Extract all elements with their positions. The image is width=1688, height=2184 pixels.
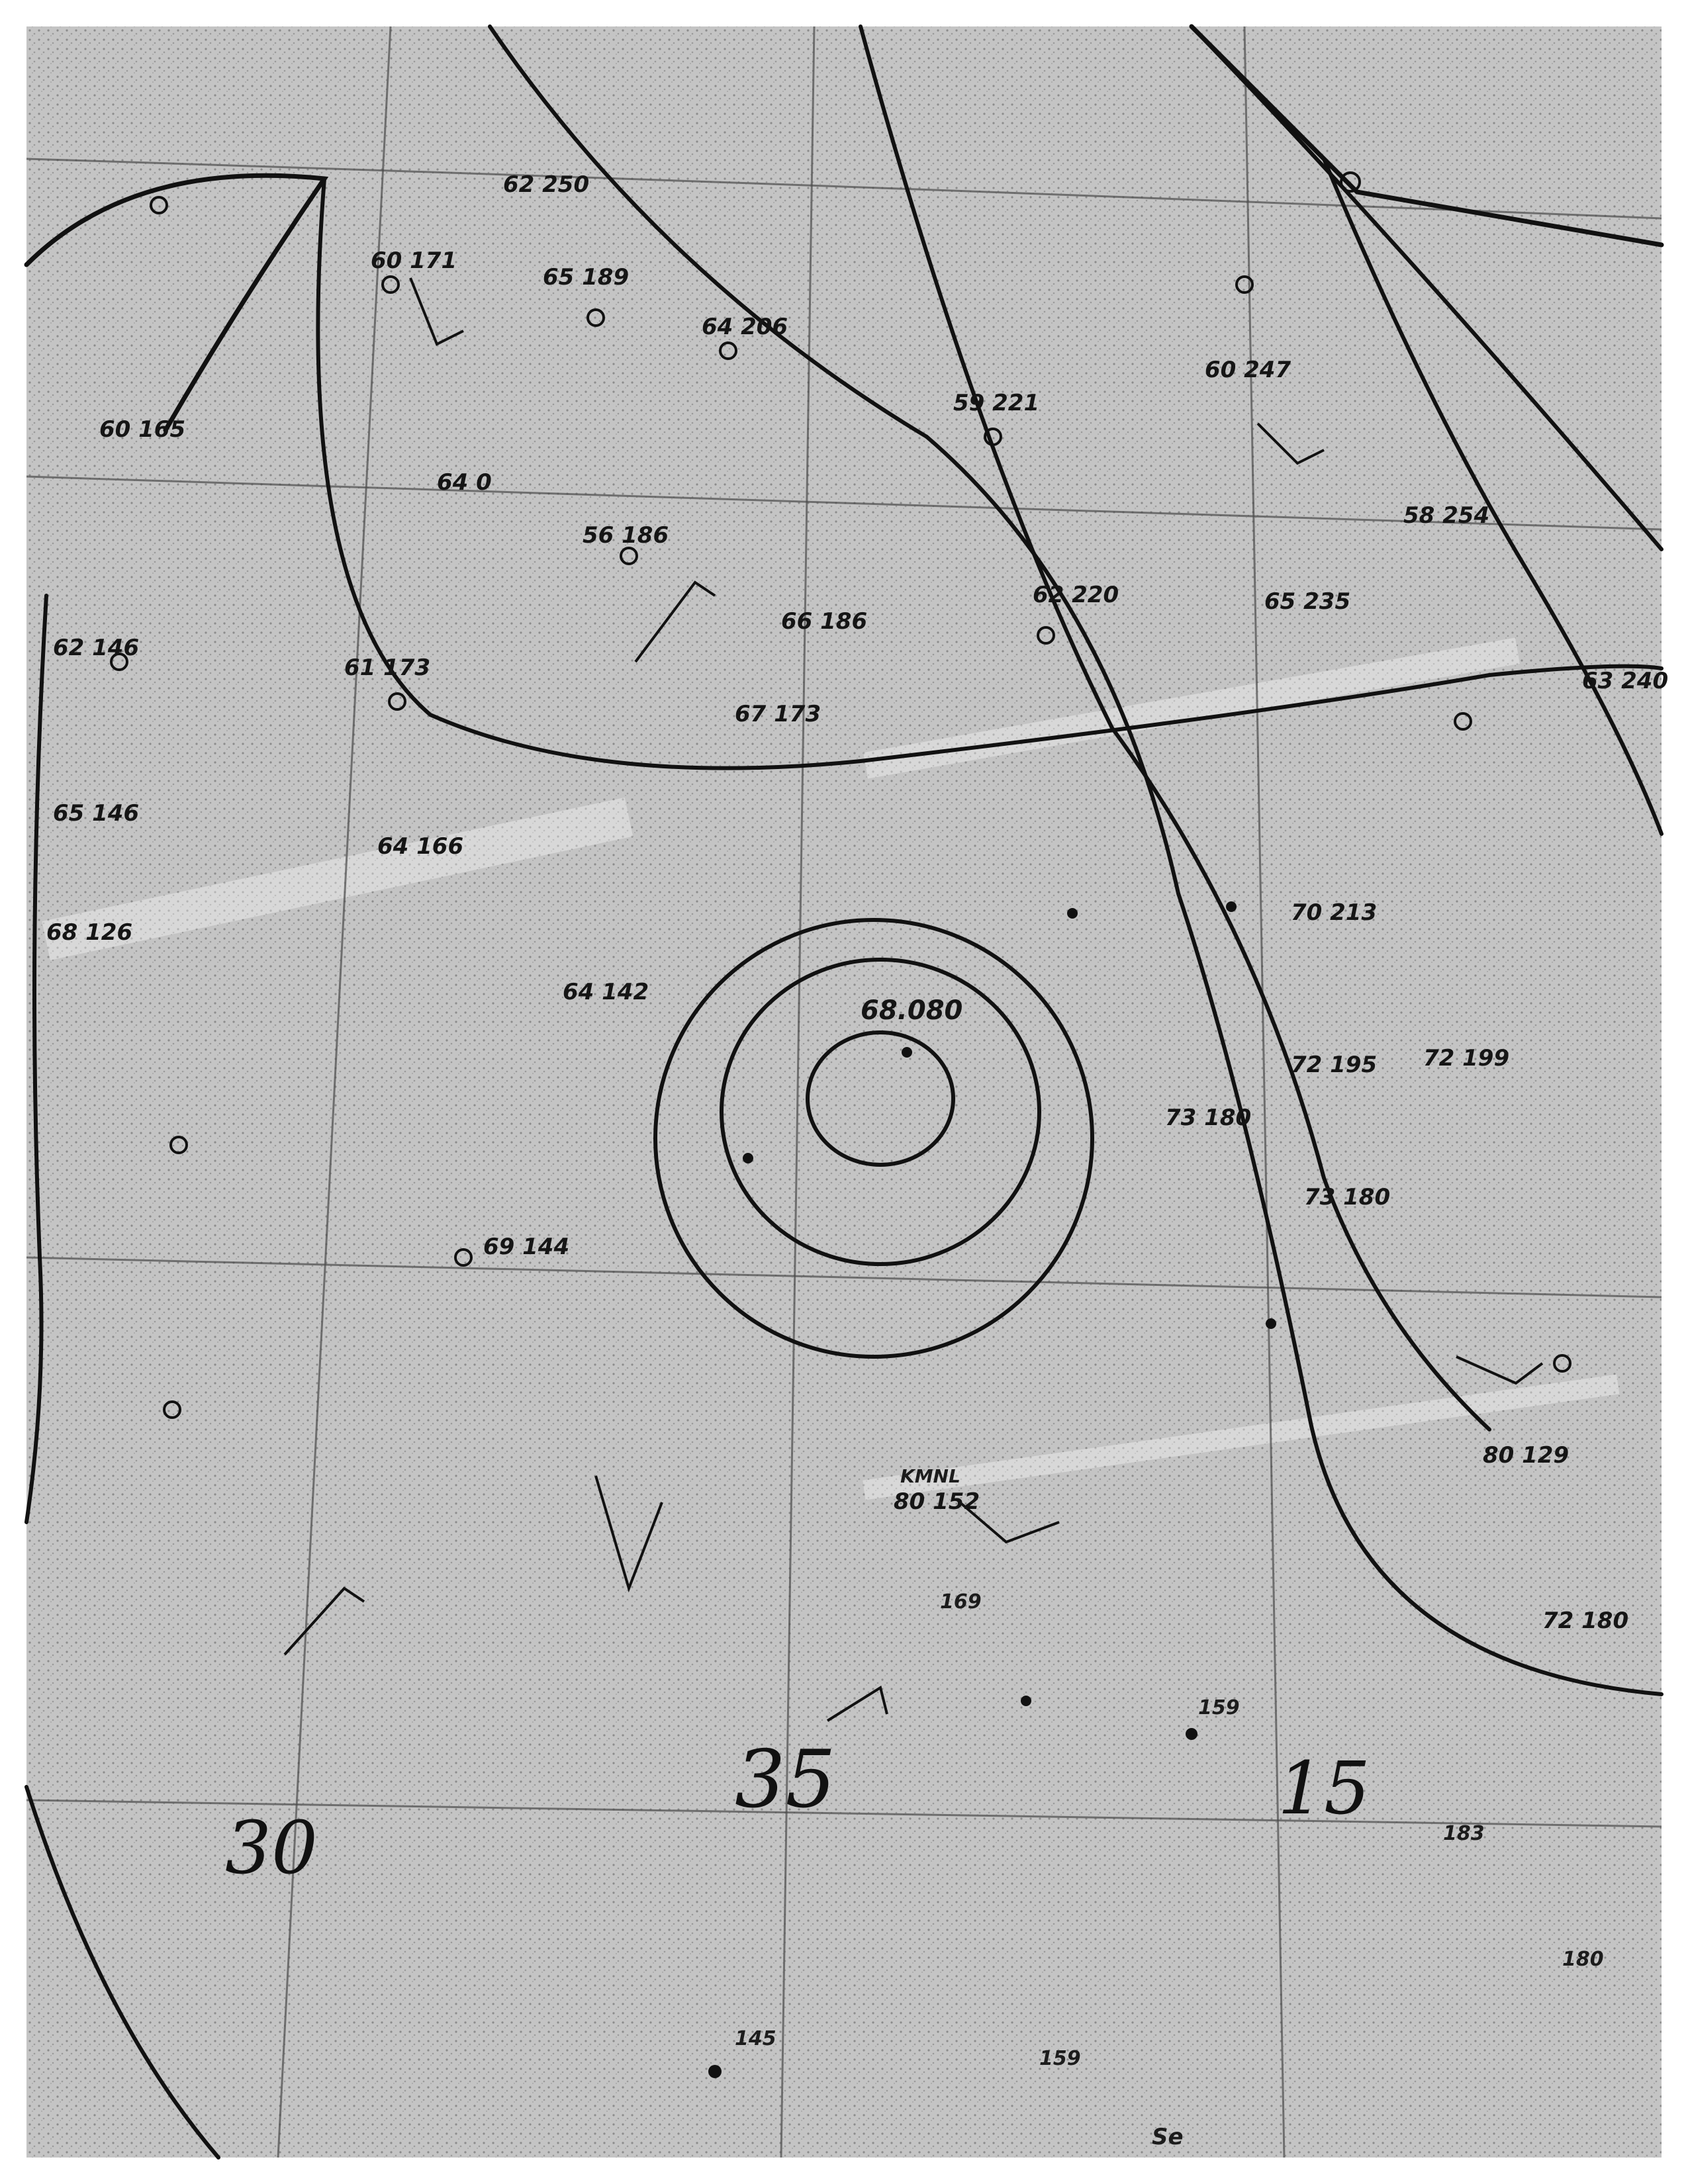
station-plot: 60 171 [371, 248, 457, 274]
station-plot: 64 142 [563, 979, 649, 1005]
station-plot: 69 144 [483, 1234, 569, 1260]
isobars [24, 24, 1664, 2160]
station-plot: 62 220 [1033, 582, 1119, 608]
station-plot: 64 166 [377, 833, 463, 860]
station-plot: KMNL [900, 1465, 961, 1487]
station-plot: 67 173 [735, 701, 821, 727]
station-plot: 159 [1039, 2047, 1081, 2070]
station-plot: 59 221 [953, 390, 1039, 416]
station-plot: 64 206 [702, 314, 788, 340]
wind-barbs [283, 277, 1544, 1722]
station-plot: 62 146 [53, 635, 139, 661]
station-plot: 68 126 [46, 919, 132, 946]
station-plot: 60 165 [99, 416, 185, 443]
corner-note: Se [1152, 2124, 1184, 2150]
station-plot: 65 189 [543, 264, 629, 291]
station-plot: 72 195 [1291, 1052, 1377, 1078]
station-plot: 63 240 [1582, 668, 1668, 694]
station-plot: 62 250 [503, 171, 589, 198]
station-plot: 159 [1198, 1696, 1240, 1719]
station-plot: 65 146 [53, 800, 139, 827]
station-plot: 61 173 [344, 655, 430, 681]
station-plot: 80 129 [1483, 1442, 1569, 1469]
station-plot: 66 186 [781, 608, 867, 635]
map-glare-2 [863, 637, 1520, 779]
station-circles [110, 171, 1571, 2078]
station-plots: 62 250 60 171 65 189 64 206 59 221 60 24… [46, 171, 1668, 2070]
station-plot: 58 254 [1403, 502, 1489, 529]
station-plot: 72 199 [1423, 1045, 1509, 1071]
isobar-labels: 30 35 15 [225, 1734, 1370, 1890]
station-plot: 145 [735, 2027, 776, 2050]
map-glare-1 [42, 797, 633, 960]
center-plot: 68.080 [861, 995, 962, 1026]
station-plot: 60 247 [1205, 357, 1291, 383]
map-grid [26, 26, 1662, 2158]
station-plot: 80 152 [894, 1488, 980, 1515]
map-glare-3 [863, 1374, 1620, 1500]
station-plot: 180 [1562, 1948, 1604, 1971]
station-plot: 65 235 [1264, 588, 1350, 615]
station-plot: 72 180 [1542, 1608, 1628, 1634]
isobar-label-15: 15 [1278, 1746, 1370, 1831]
station-plot: 64 0 [437, 469, 492, 496]
station-plot: 73 180 [1304, 1184, 1390, 1210]
station-plot: 56 186 [583, 522, 669, 549]
station-plot: 169 [940, 1590, 982, 1614]
isobar-label-30: 30 [225, 1805, 318, 1890]
station-plot: 183 [1443, 1822, 1485, 1845]
station-plot: 70 213 [1291, 899, 1377, 926]
isobar-label-35: 35 [735, 1734, 836, 1826]
station-plot: 73 180 [1165, 1105, 1251, 1131]
